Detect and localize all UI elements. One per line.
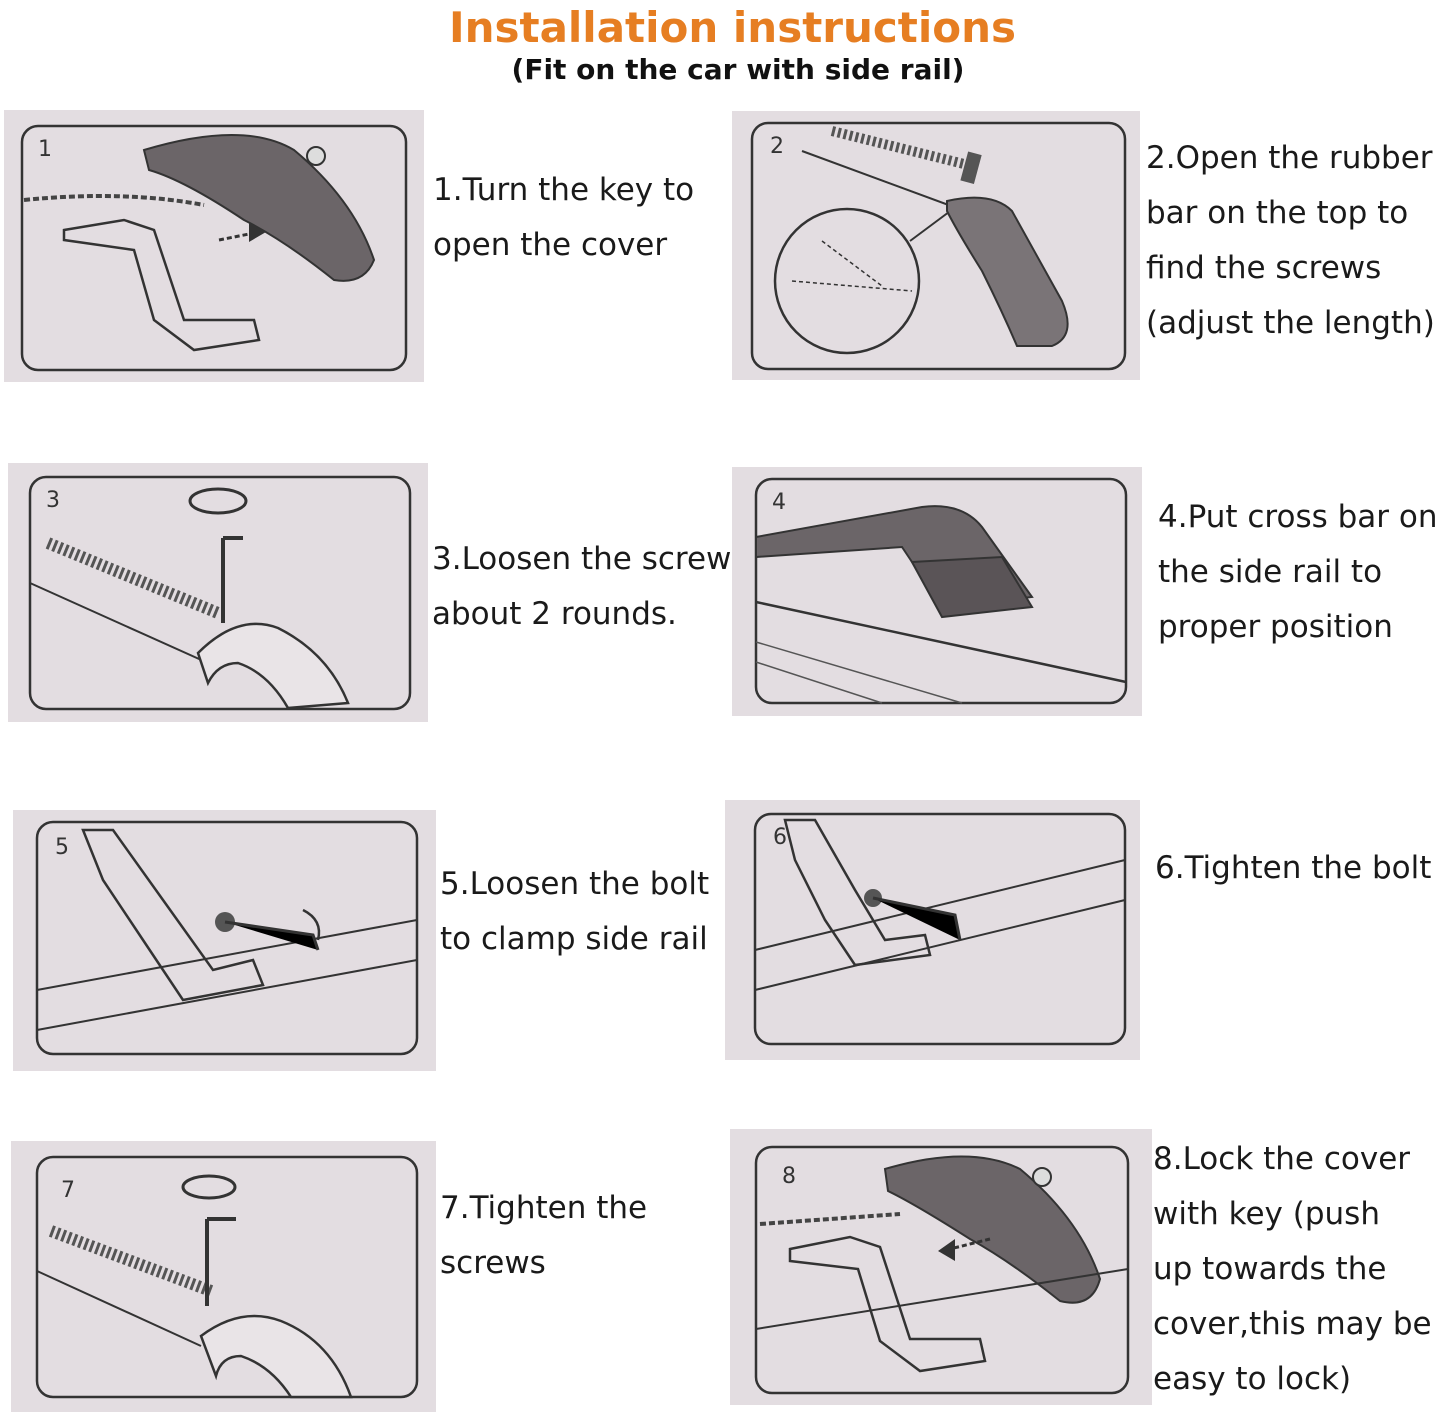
step-4-illustration: 4 [732, 467, 1142, 716]
step-5-caption: 5.Loosen the bolt to clamp side rail [440, 866, 710, 957]
step-5-illustration: 5 [13, 810, 436, 1071]
page-subtitle: (Fit on the car with side rail) [511, 53, 965, 86]
page-title: Installation instructions [448, 3, 1017, 52]
step-7-illustration: 7 [11, 1141, 436, 1412]
step-number: 6 [773, 825, 787, 850]
step-number: 7 [61, 1178, 75, 1203]
step-number: 4 [772, 490, 786, 515]
step-3-illustration: 3 [8, 463, 428, 722]
step-6-illustration: 6 [725, 800, 1140, 1060]
step-number: 3 [46, 488, 60, 513]
step-number: 1 [38, 137, 52, 162]
step-8-caption: 8.Lock the cover with key (push up towar… [1153, 1141, 1432, 1397]
step-1-illustration: 1 [4, 110, 424, 382]
step-4-caption: 4.Put cross bar on the side rail to prop… [1158, 499, 1438, 645]
step-number: 5 [55, 835, 69, 860]
step-2-illustration: 2 [732, 111, 1140, 380]
step-3-caption: 3.Loosen the screws about 2 rounds. [432, 541, 748, 632]
step-number: 2 [770, 134, 784, 159]
step-8-illustration: 8 [730, 1129, 1152, 1405]
step-number: 8 [782, 1164, 796, 1189]
step-7-caption: 7.Tighten the screws [440, 1190, 648, 1281]
step-2-caption: 2.Open the rubber bar on the top to find… [1146, 140, 1435, 341]
step-1-caption: 1.Turn the key to open the cover [433, 172, 695, 263]
step-6-caption: 6.Tighten the bolt [1155, 850, 1432, 886]
